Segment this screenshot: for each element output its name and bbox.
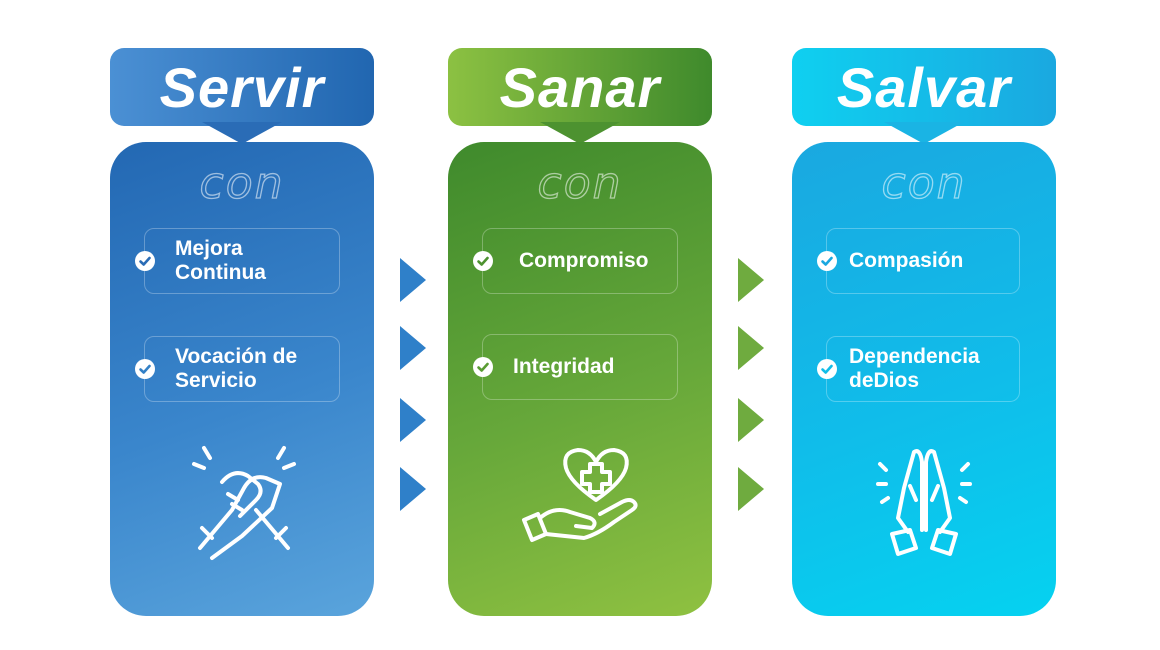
value-item: Vocación de Servicio	[135, 336, 340, 402]
column-body: con Compromiso Integridad	[448, 142, 712, 616]
title-tab: Sanar	[448, 48, 712, 126]
arrow-right-icon	[400, 258, 426, 302]
arrow-right-icon	[400, 398, 426, 442]
value-label: Vocación de Servicio	[175, 345, 298, 392]
arrow-right-icon	[400, 467, 426, 511]
title-tab: Salvar	[792, 48, 1056, 126]
value-label: Mejora Continua	[175, 237, 266, 284]
check-icon	[135, 359, 155, 379]
value-label: Dependencia deDios	[849, 345, 980, 392]
arrow-right-icon	[738, 258, 764, 302]
tab-notch	[540, 122, 620, 144]
column-title: Sanar	[499, 55, 661, 119]
connector-word: con	[199, 157, 285, 209]
arrow-right-icon	[738, 467, 764, 511]
value-item: Compasión	[817, 228, 1020, 294]
check-icon	[473, 251, 493, 271]
arrow-right-icon	[400, 326, 426, 370]
value-item: Compromiso	[473, 228, 678, 294]
check-icon	[473, 357, 493, 377]
value-label: Compromiso	[519, 249, 649, 272]
column-title: Servir	[159, 55, 325, 119]
connector-word: con	[537, 157, 623, 209]
title-tab: Servir	[110, 48, 374, 126]
column-body: con Mejora Continua Vocación de Servicio	[110, 142, 374, 616]
handshake-icon	[192, 446, 296, 560]
tab-notch	[202, 122, 282, 144]
tab-notch	[884, 122, 964, 144]
connector-word: con	[881, 157, 967, 209]
praying-hands-icon	[876, 449, 972, 556]
value-label: Compasión	[849, 249, 964, 272]
value-item: Dependencia deDios	[817, 336, 1020, 402]
value-item: Integridad	[473, 334, 678, 400]
arrow-right-icon	[738, 398, 764, 442]
heart-hand-icon	[522, 448, 638, 542]
arrow-right-icon	[738, 326, 764, 370]
value-label: Integridad	[513, 355, 615, 378]
check-icon	[817, 359, 837, 379]
check-icon	[817, 251, 837, 271]
column-title: Salvar	[836, 55, 1012, 119]
column-body: con Compasión Dependencia deDios	[792, 142, 1056, 616]
check-icon	[135, 251, 155, 271]
value-item: Mejora Continua	[135, 228, 340, 294]
